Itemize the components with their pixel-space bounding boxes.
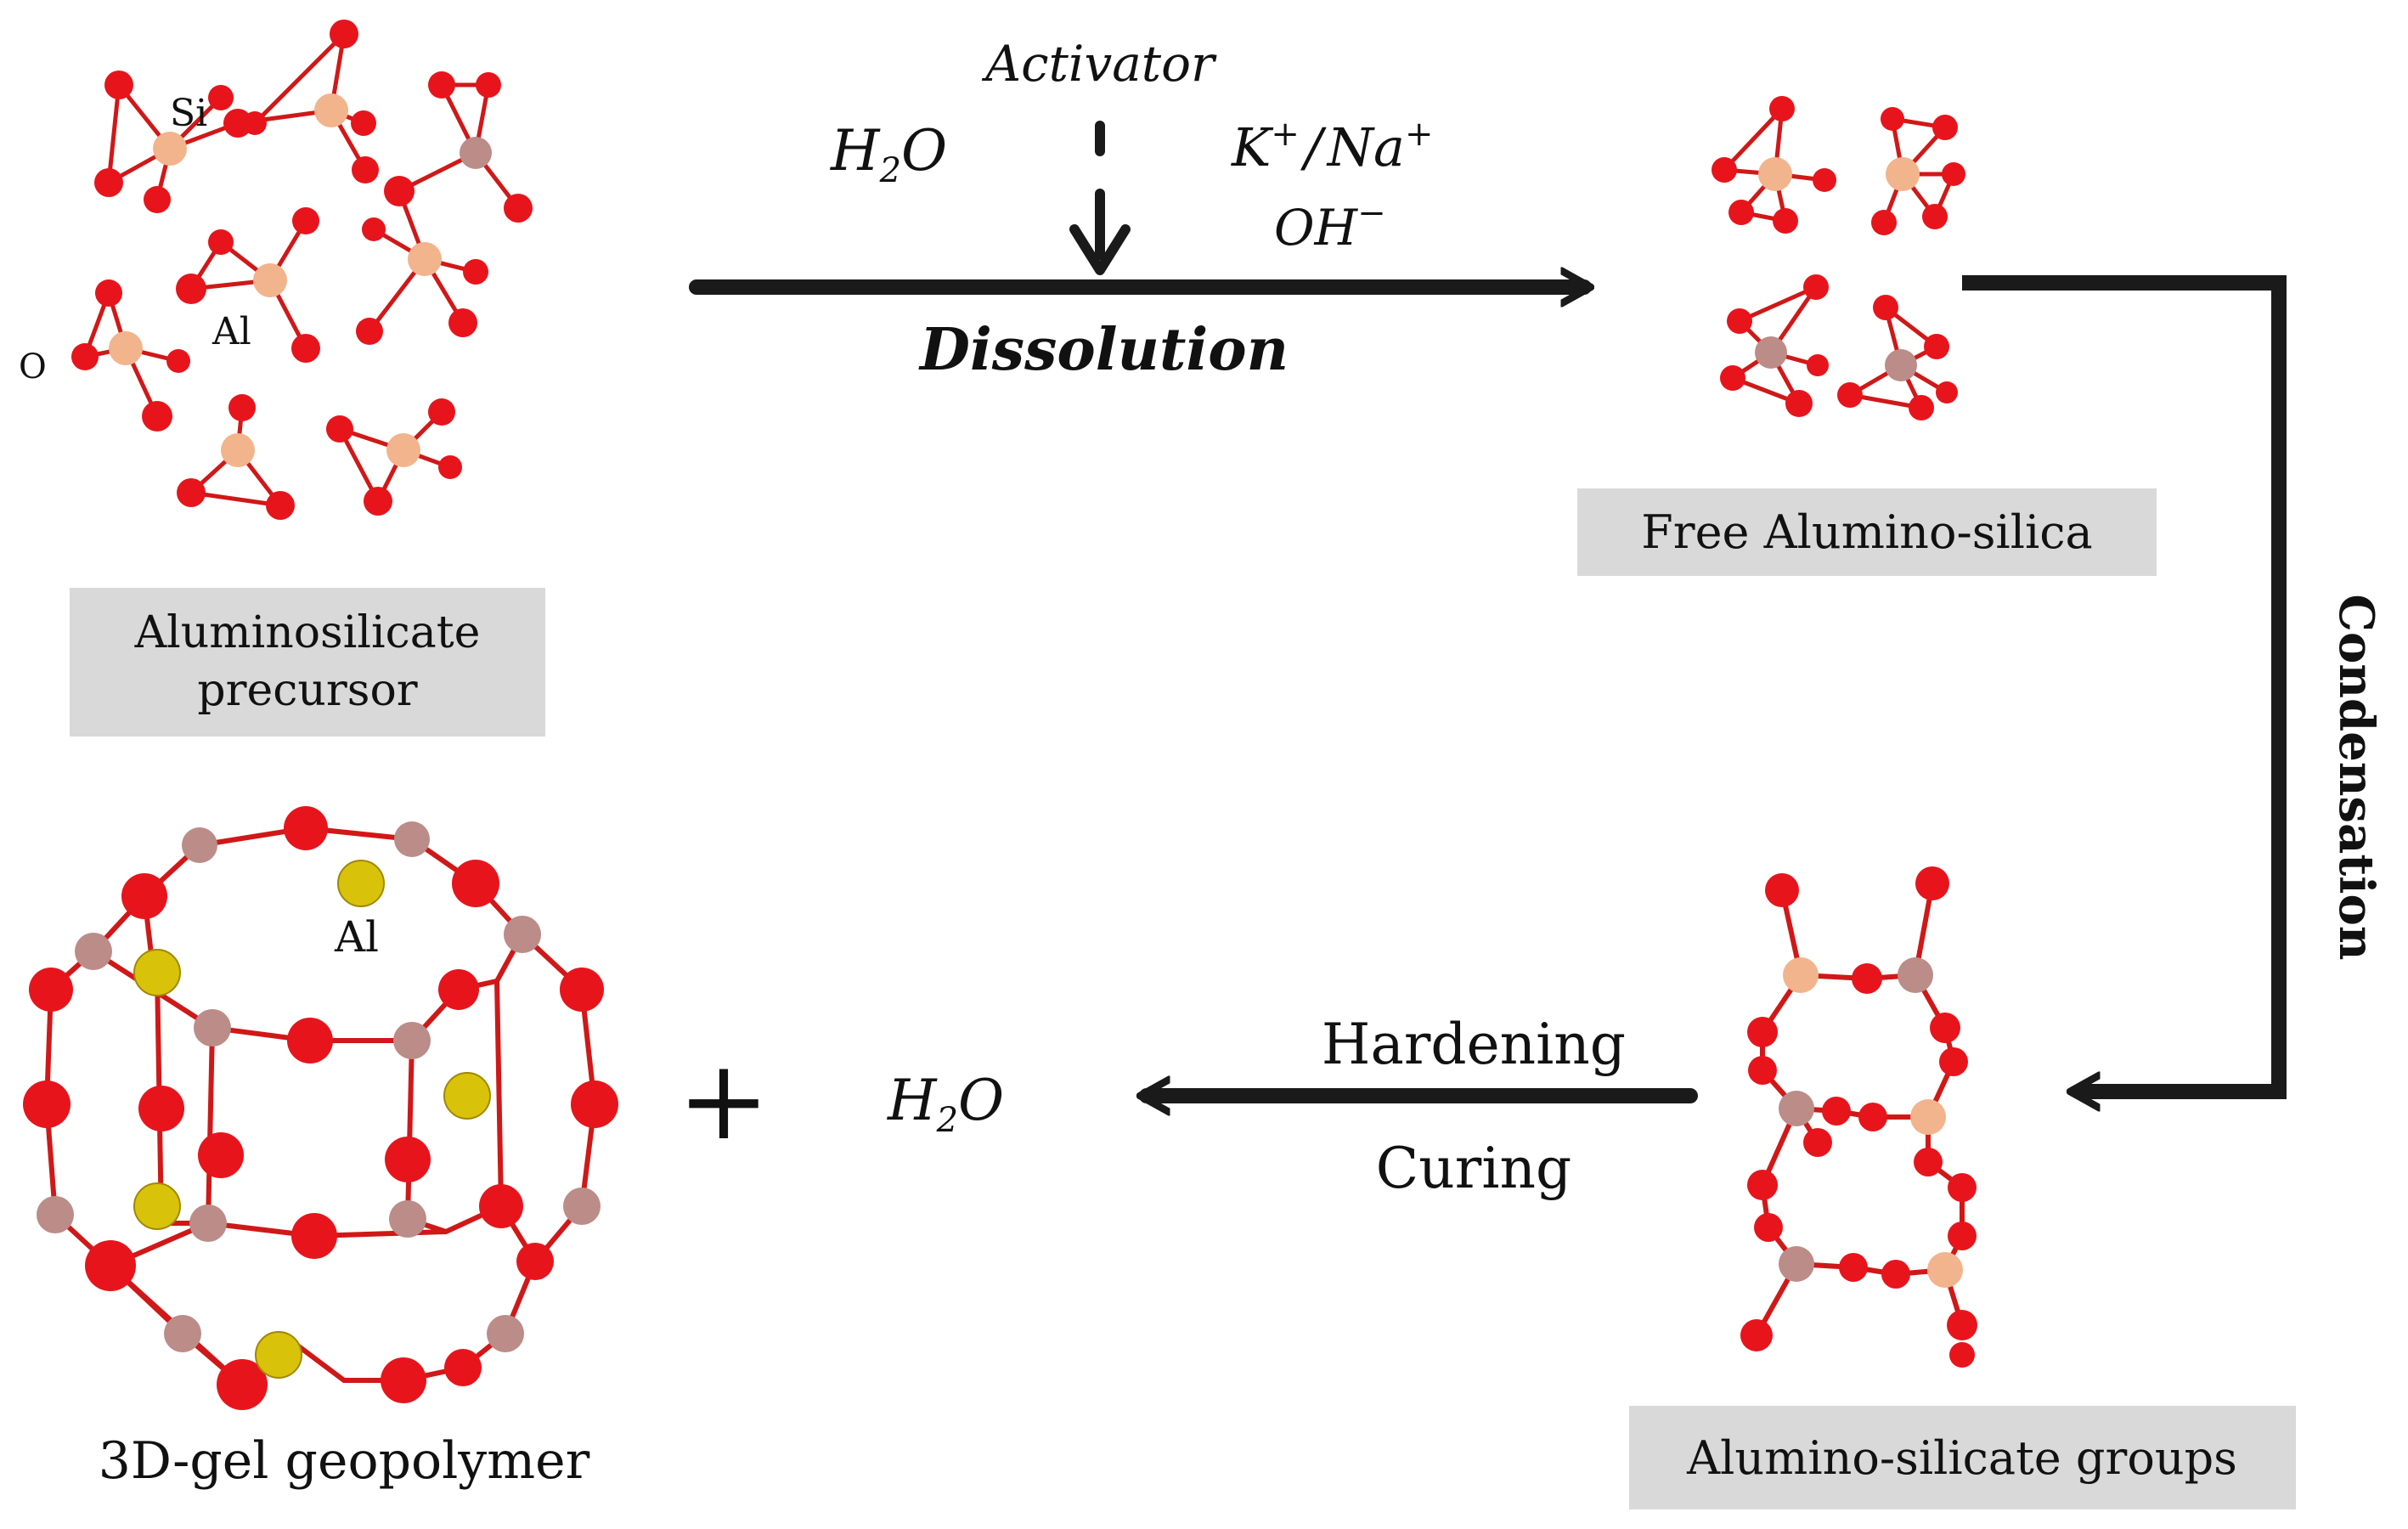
alumino-silicate-groups-label: Alumino-silicate groups (1686, 1431, 2237, 1485)
alumino-silicate-groups-label-box: Alumino-silicate groups (1629, 1406, 2296, 1509)
free-alumino-silica-label: Free Alumino-silica (1641, 505, 2092, 559)
byproduct-water: + H2O (678, 1035, 1005, 1165)
precursor-label-line1: Aluminosilicate (134, 607, 481, 658)
geopolymer-structure: Al (23, 806, 618, 1410)
geopolymer-label: 3D-gel geopolymer (99, 1431, 590, 1491)
precursor-label-line2: precursor (197, 665, 417, 716)
geopolymer-al-label: Al (334, 912, 379, 962)
hydroxide-formula: OH− (1274, 194, 1386, 257)
precursor-o-label: O (19, 347, 47, 386)
dissolution-label: Dissolution (918, 316, 1289, 384)
precursor-si-label: Si (170, 92, 207, 135)
dissolution-step: Activator H2O K+/Na+ OH− Dissolution (689, 35, 1584, 384)
water-formula: H2O (830, 118, 947, 190)
precursor-molecules: Si Al O (19, 20, 533, 520)
condensation-label: Condensation (2328, 594, 2384, 960)
hardening-label: Hardening (1322, 1012, 1626, 1077)
cation-formula: K+/Na+ (1231, 115, 1433, 178)
precursor-al-label: Al (211, 310, 251, 353)
byproduct-water-formula: H2O (887, 1068, 1004, 1140)
free-alumino-silica-label-box: Free Alumino-silica (1577, 488, 2157, 576)
activator-label: Activator (981, 35, 1217, 93)
condensation-step: Condensation (1962, 275, 2384, 1092)
plus-sign: + (678, 1035, 770, 1165)
alumino-silicate-groups-molecule (1740, 866, 1977, 1368)
hardening-step: Hardening Curing (1147, 1012, 1698, 1201)
precursor-label-box: Aluminosilicate precursor (70, 588, 545, 736)
free-alumino-silica-molecules (1712, 96, 1965, 420)
condensation-arrow (1962, 275, 2287, 1092)
curing-label: Curing (1376, 1136, 1571, 1201)
